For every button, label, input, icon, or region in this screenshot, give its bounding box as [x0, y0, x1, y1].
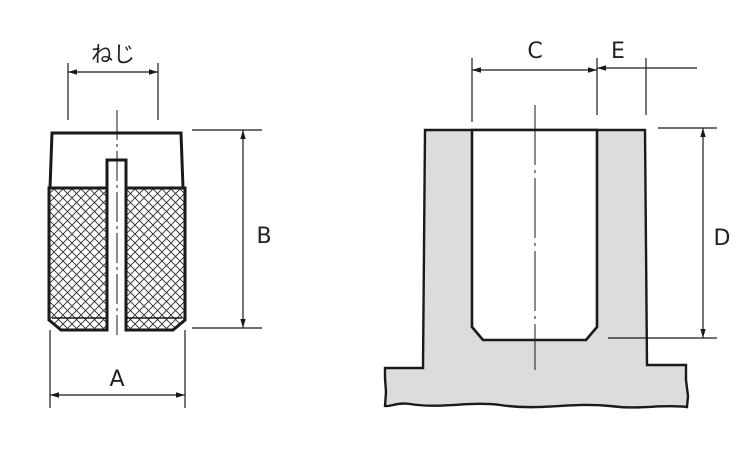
a-label: A [109, 367, 124, 392]
thread-dimension [67, 63, 159, 120]
a-dimension [49, 330, 186, 408]
insert-knurl-right [124, 186, 187, 332]
thread-label: ねじ [91, 43, 135, 68]
b-dimension [192, 129, 262, 329]
boss-view [383, 105, 690, 409]
b-label: B [256, 224, 271, 249]
d-dimension [608, 127, 717, 339]
e-label: E [611, 39, 625, 64]
insert-view [47, 110, 187, 335]
c-label: C [527, 39, 542, 64]
c-e-dimension [471, 58, 697, 122]
insert-knurl-left [47, 186, 109, 332]
d-label: D [714, 226, 731, 251]
